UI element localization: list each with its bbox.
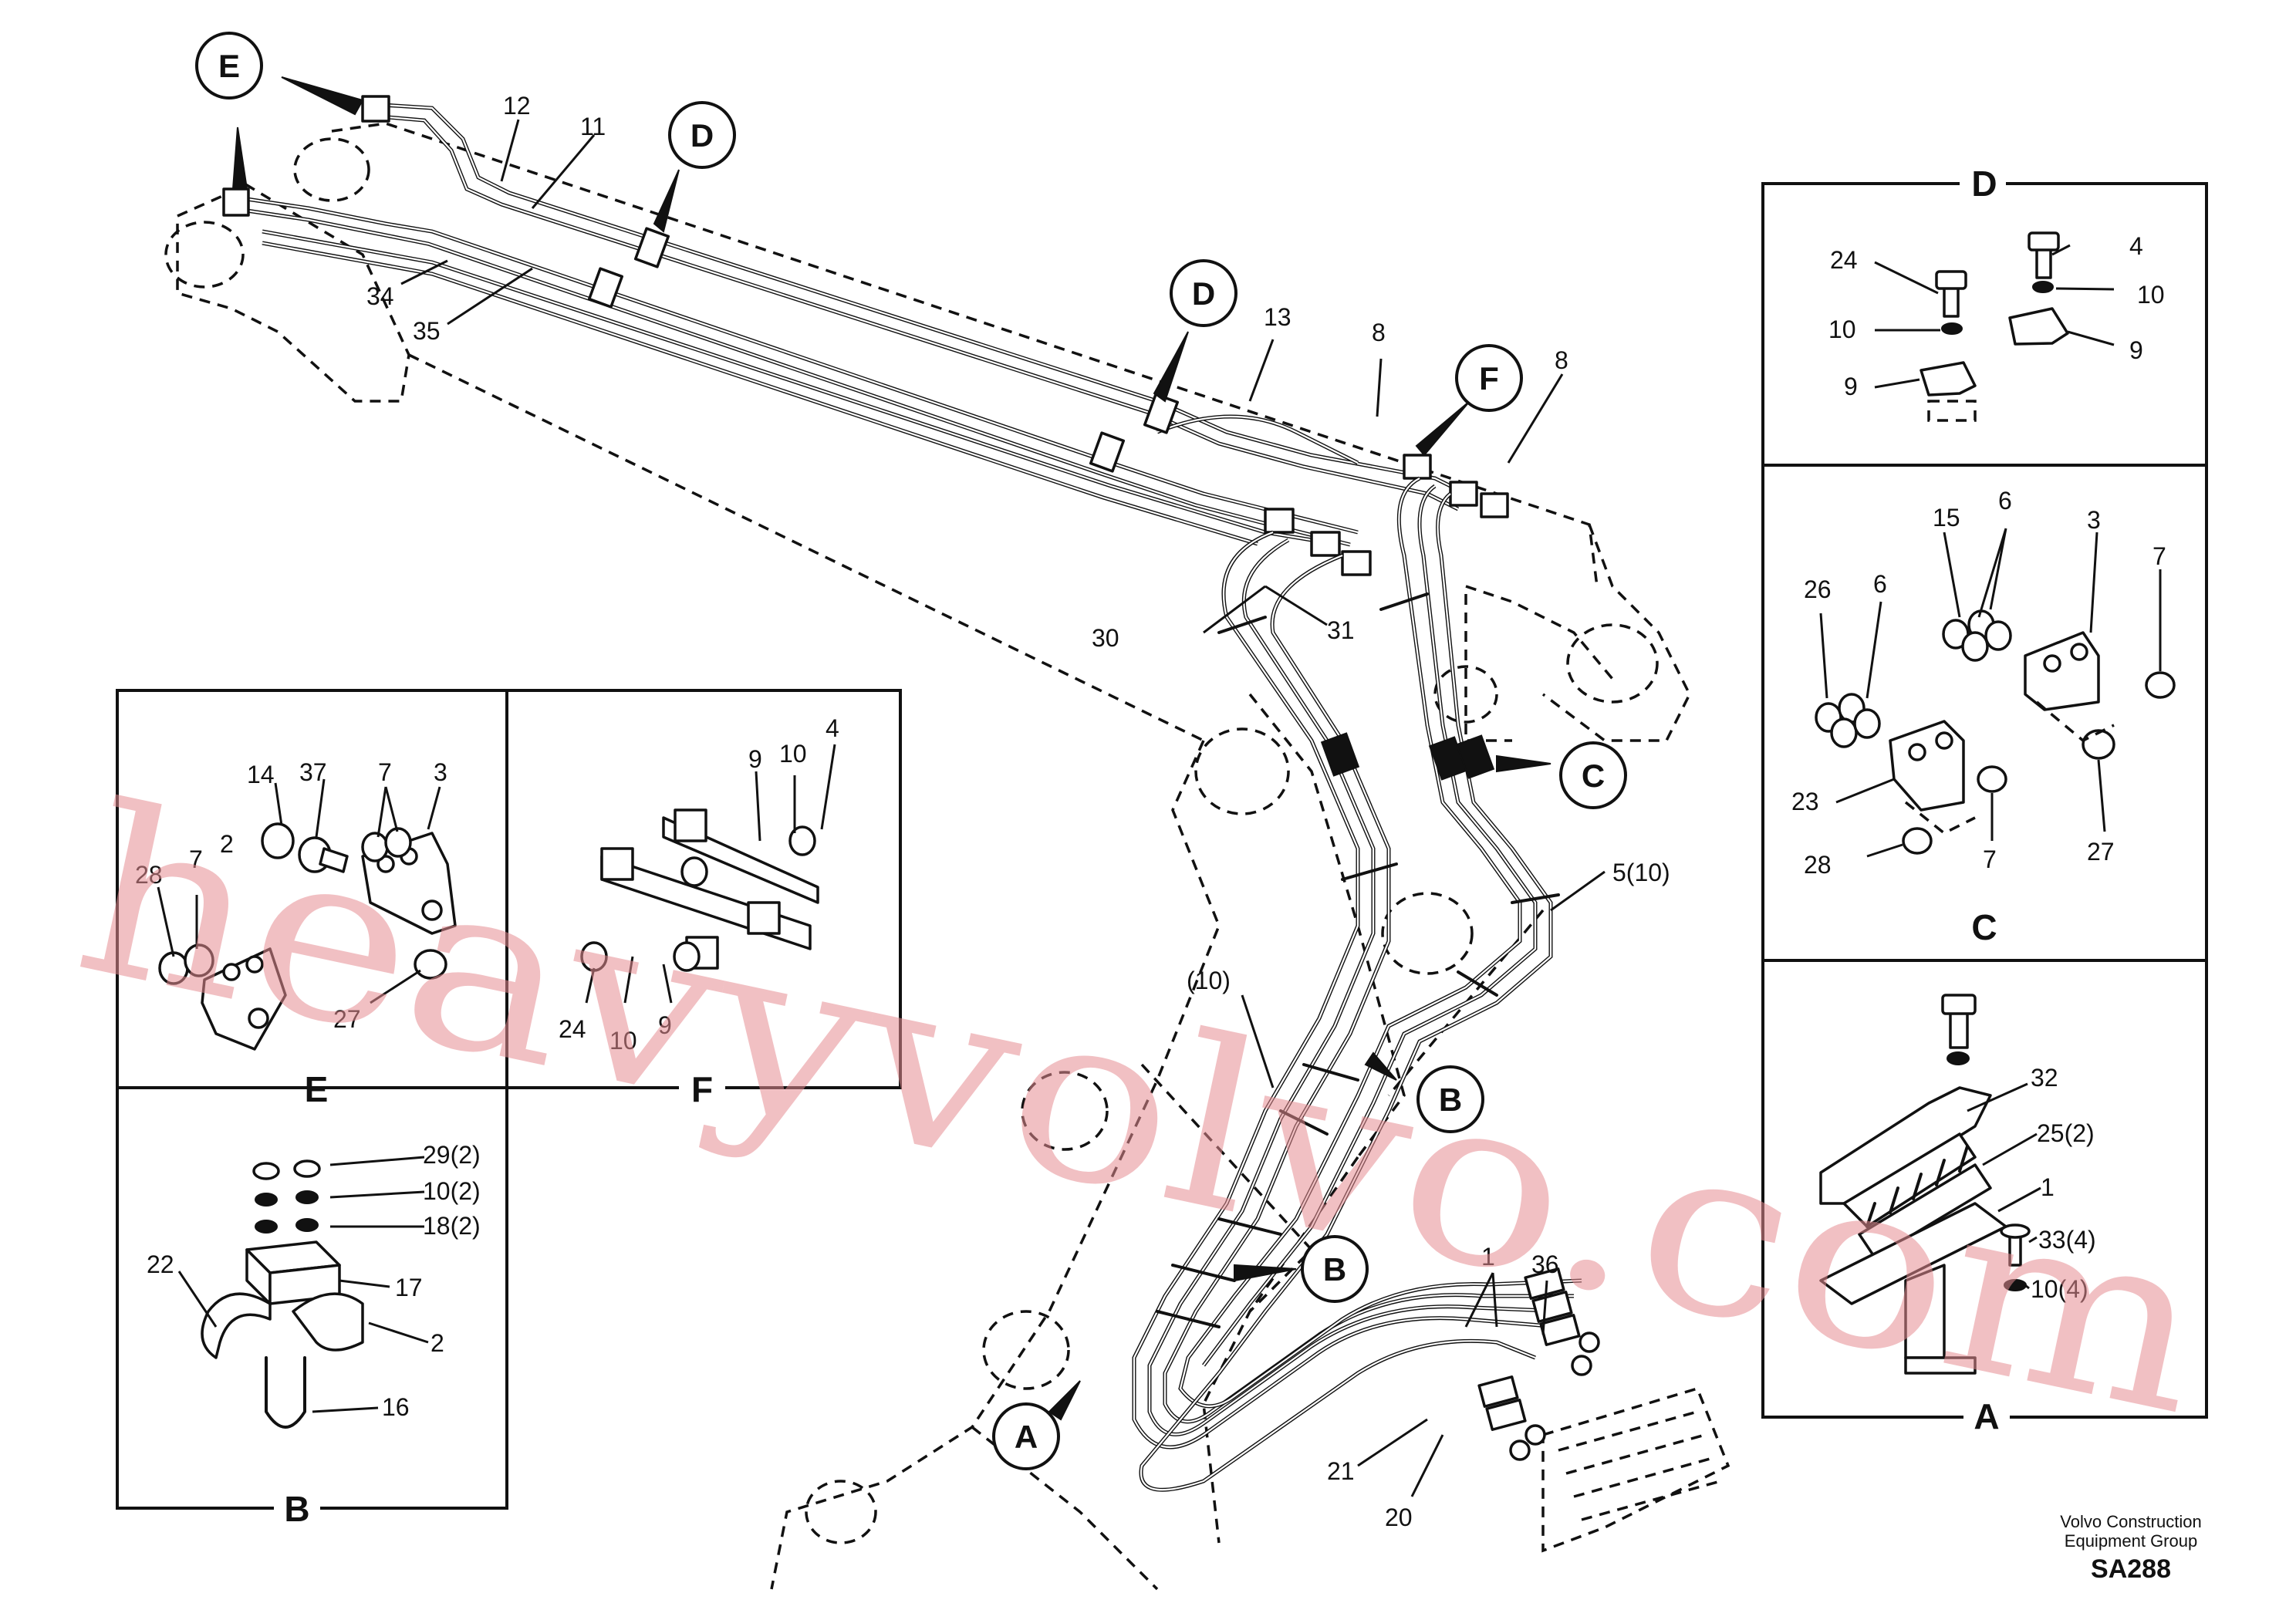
f-label-24: 24 <box>559 1015 586 1043</box>
drawing-id: SA288 <box>2091 1554 2171 1584</box>
c-label-15: 15 <box>1933 504 1960 532</box>
c-label-7b: 7 <box>1983 845 1997 873</box>
panel-A-title: A <box>1974 1396 1999 1436</box>
svg-text:D: D <box>690 117 714 154</box>
d-label-4: 4 <box>2129 232 2143 260</box>
svg-text:B: B <box>1323 1251 1346 1288</box>
view-arrows <box>231 76 1551 1421</box>
e-label-2x: 2 <box>220 830 234 858</box>
panel-C-title: C <box>1971 907 1997 947</box>
e-label-37: 37 <box>299 758 327 786</box>
panel-E: 14 37 7 3 28 7 2 27 E <box>116 689 508 1109</box>
label-30: 30 <box>1092 624 1119 652</box>
panel-F-title: F <box>691 1069 713 1109</box>
a-label-10: 10(4) <box>2031 1275 2088 1303</box>
callout-F[interactable]: F <box>1455 344 1523 412</box>
c-label-28: 28 <box>1804 851 1832 879</box>
label-35: 35 <box>413 317 441 345</box>
b-label-18: 18(2) <box>423 1212 481 1240</box>
svg-text:A: A <box>1015 1419 1038 1455</box>
a-label-32: 32 <box>2031 1064 2058 1092</box>
e-label-7b: 7 <box>189 845 203 873</box>
panel-F: 9 10 4 24 10 9 F <box>505 689 902 1109</box>
b-label-10: 10(2) <box>423 1177 481 1205</box>
main-callouts: E D D F C B B A <box>195 32 1627 1470</box>
d-label-9a: 9 <box>1844 373 1858 400</box>
d-label-10a: 10 <box>1828 316 1856 343</box>
b-label-22: 22 <box>147 1250 174 1278</box>
callout-B-lower[interactable]: B <box>1301 1235 1369 1303</box>
callout-C[interactable]: C <box>1559 741 1627 809</box>
callout-B-upper[interactable]: B <box>1416 1065 1484 1133</box>
c-label-6b: 6 <box>1873 570 1887 598</box>
label-36: 36 <box>1531 1250 1559 1278</box>
b-label-29: 29(2) <box>423 1141 481 1169</box>
svg-text:C: C <box>1582 758 1605 794</box>
label-11: 11 <box>580 113 606 140</box>
svg-text:E: E <box>218 48 240 84</box>
label-8a: 8 <box>1372 319 1386 346</box>
panel-D-title: D <box>1971 164 1997 204</box>
e-label-3: 3 <box>434 758 447 786</box>
label-8b: 8 <box>1555 346 1568 374</box>
panel-C: 15 6 3 26 6 7 23 7 27 28 C <box>1761 464 2208 962</box>
c-label-7a: 7 <box>2152 542 2166 570</box>
callout-D-boom[interactable]: D <box>668 101 736 169</box>
publisher-line-2: Equipment Group <box>2065 1531 2197 1551</box>
d-label-10b: 10 <box>2137 281 2165 309</box>
callout-D-mid[interactable]: D <box>1170 259 1237 327</box>
label-21: 21 <box>1327 1457 1355 1485</box>
c-label-6a: 6 <box>1998 487 2012 515</box>
label-20: 20 <box>1385 1504 1413 1531</box>
a-label-33: 33(4) <box>2038 1226 2096 1254</box>
label-31: 31 <box>1327 616 1355 644</box>
arm-hoses <box>1132 476 1600 1492</box>
d-label-9b: 9 <box>2129 336 2143 364</box>
f-label-10a: 10 <box>779 740 807 768</box>
c-label-23: 23 <box>1791 788 1819 815</box>
f-label-4: 4 <box>826 714 839 742</box>
svg-text:D: D <box>1192 275 1215 312</box>
b-label-17: 17 <box>395 1274 423 1301</box>
label-1: 1 <box>1481 1243 1495 1271</box>
label-10-clamp: (10) <box>1187 967 1231 994</box>
f-label-10b: 10 <box>609 1027 637 1055</box>
panel-B-title: B <box>284 1489 309 1529</box>
callout-A[interactable]: A <box>992 1402 1060 1470</box>
e-label-14: 14 <box>247 761 275 788</box>
a-label-25: 25(2) <box>2037 1119 2095 1147</box>
label-12: 12 <box>503 92 531 120</box>
panel-D: 24 4 10 10 9 9 D <box>1761 164 2208 467</box>
b-label-2: 2 <box>430 1329 444 1357</box>
boom-pipes <box>222 95 1509 576</box>
panel-B: 29(2) 10(2) 18(2) 22 17 2 16 B <box>116 1086 508 1529</box>
publisher-line-1: Volvo Construction <box>2060 1512 2201 1531</box>
label-13: 13 <box>1264 303 1292 331</box>
callout-E[interactable]: E <box>195 32 263 100</box>
label-5-10: 5(10) <box>1612 859 1670 886</box>
svg-text:B: B <box>1439 1082 1462 1118</box>
panel-A: 32 25(2) 1 33(4) 10(4) A <box>1761 959 2208 1436</box>
e-label-28: 28 <box>135 861 163 889</box>
f-label-9a: 9 <box>748 745 762 773</box>
c-label-26: 26 <box>1804 575 1832 603</box>
c-label-3: 3 <box>2087 506 2101 534</box>
b-label-16: 16 <box>382 1393 410 1421</box>
c-label-27: 27 <box>2087 838 2115 866</box>
svg-text:F: F <box>1479 360 1499 397</box>
main-labels: 12 11 34 35 13 8 8 30 31 5(10) (10) 1 36… <box>366 92 1670 1531</box>
label-34: 34 <box>366 282 394 310</box>
d-label-24: 24 <box>1830 246 1858 274</box>
footer-credit: Volvo Construction Equipment Group SA288 <box>2060 1512 2201 1584</box>
e-label-27: 27 <box>333 1005 361 1033</box>
a-label-1: 1 <box>2041 1173 2055 1201</box>
e-label-7a: 7 <box>378 758 392 786</box>
watermark-text: heavyvolvo.com <box>58 754 2227 1467</box>
f-label-9b: 9 <box>658 1011 672 1039</box>
